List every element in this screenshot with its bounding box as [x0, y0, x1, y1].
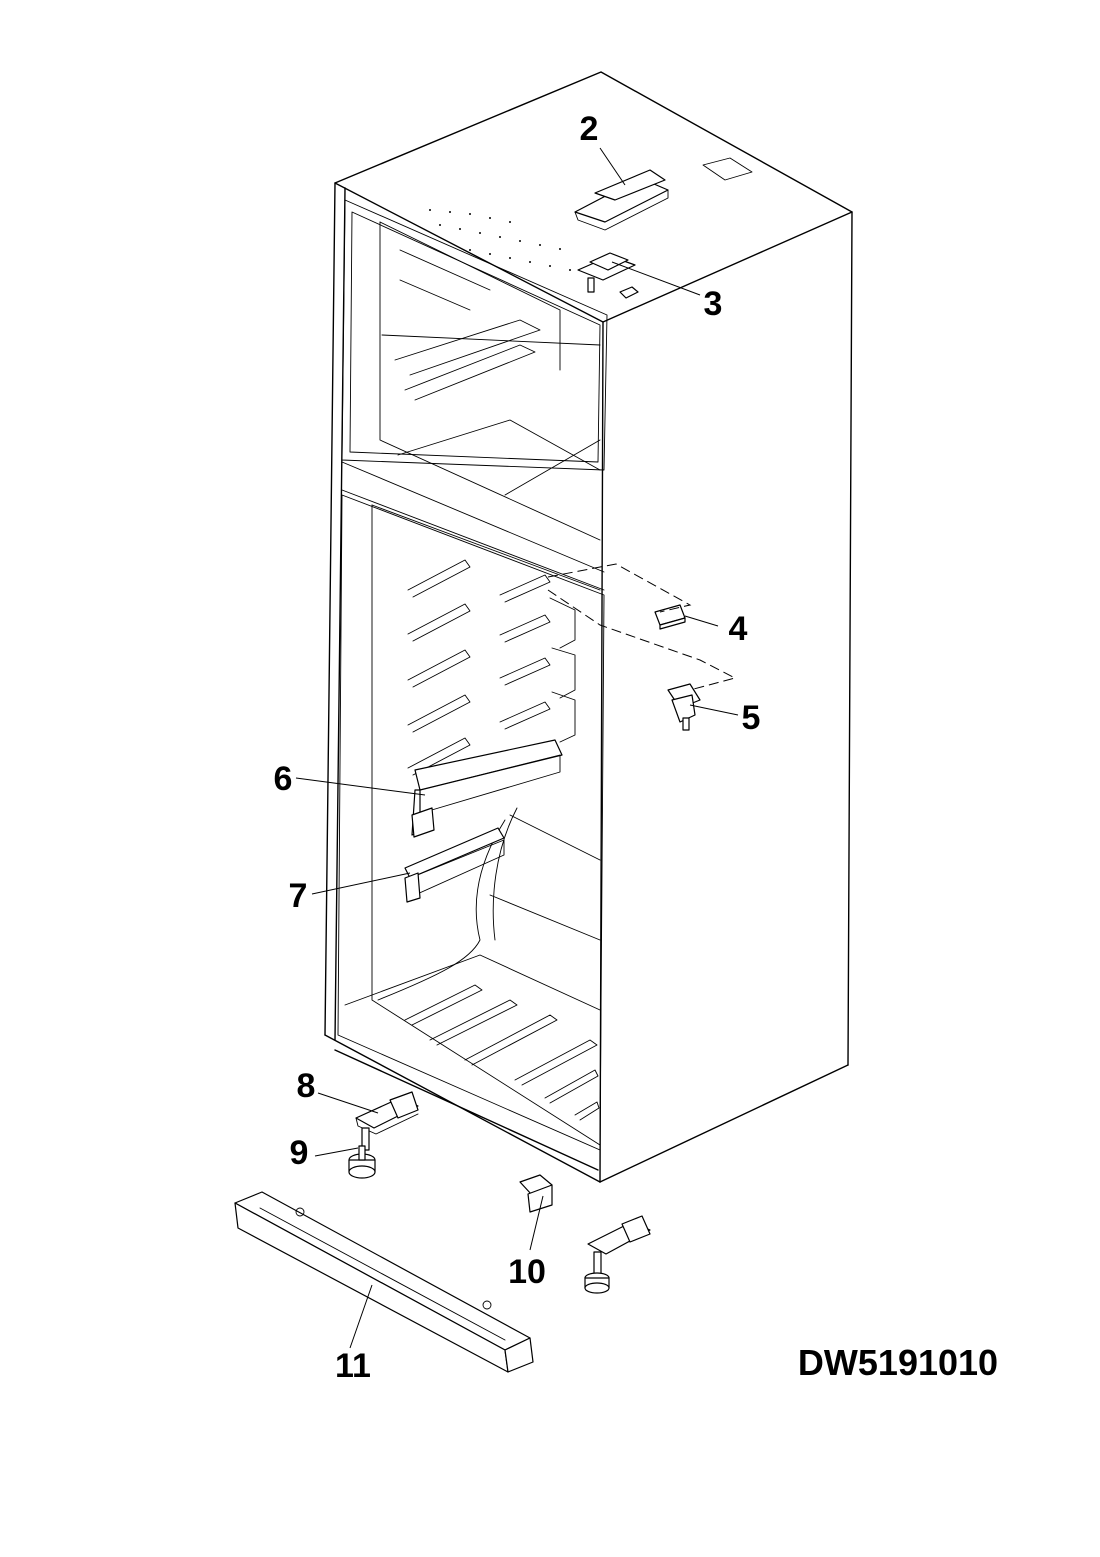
callout-3: 3 [704, 285, 723, 323]
callout-4: 4 [729, 610, 748, 648]
vent-dots [429, 209, 571, 271]
part-kick-plate [234, 1191, 534, 1373]
callout-10: 10 [508, 1253, 546, 1291]
callouts: 2 3 4 5 6 7 8 9 10 11 [274, 110, 761, 1385]
part-bracket-rail-lower [404, 827, 505, 903]
part-bottom-hinge-right [584, 1215, 651, 1294]
shelf-rails [407, 559, 576, 776]
part-bottom-hinge-left [355, 1091, 419, 1151]
part-top-hinge-cover [574, 169, 669, 231]
part-bracket-rail-upper [411, 739, 563, 838]
callout-2: 2 [580, 110, 599, 148]
leader-lines [295, 147, 739, 1349]
part-small-bracket [519, 1174, 553, 1213]
callout-8: 8 [297, 1067, 316, 1105]
refrigerator-cabinet [324, 71, 853, 1183]
callout-11: 11 [335, 1347, 371, 1385]
callout-5: 5 [742, 699, 761, 737]
callout-7: 7 [289, 877, 308, 915]
part-adjustable-foot [348, 1145, 376, 1179]
drawing-code: DW5191010 [798, 1342, 998, 1383]
part-switch [654, 604, 686, 630]
floor-ribs [344, 954, 601, 1121]
callout-9: 9 [290, 1134, 309, 1172]
part-middle-hinge [667, 683, 701, 731]
dashed-connectors [547, 563, 737, 691]
part-top-hinge [577, 252, 639, 299]
callout-6: 6 [274, 760, 293, 798]
